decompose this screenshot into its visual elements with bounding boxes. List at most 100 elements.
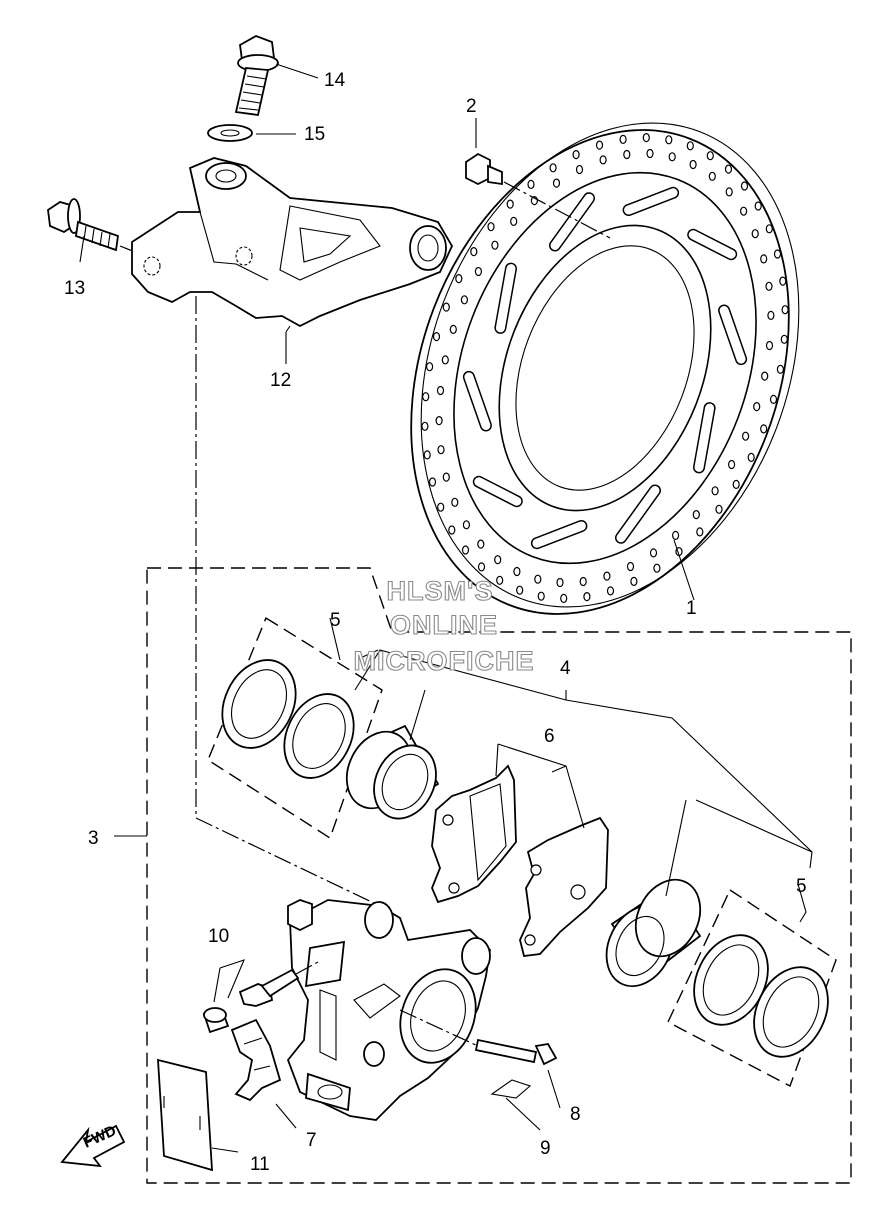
disc-hole (711, 486, 719, 496)
disc-hole (724, 164, 733, 174)
disc-hole (510, 216, 518, 226)
caliper-assembly-boundary (146, 567, 852, 1184)
disc-hole (442, 472, 450, 482)
disc-hole (626, 561, 635, 572)
disc-hole (692, 509, 700, 520)
callout-9: 9 (540, 1138, 551, 1159)
disc-hole (494, 555, 502, 565)
disc-slot-inner (532, 521, 586, 548)
disc-hole (776, 364, 785, 374)
disc-hole (460, 295, 468, 305)
disc-hole (583, 591, 591, 602)
disc-hole (619, 134, 627, 144)
callout-11: 11 (250, 1154, 270, 1175)
disc-slot-inner (694, 403, 715, 472)
disc-hole (715, 504, 723, 514)
piston-seal-set-right (667, 888, 837, 1087)
watermark: HLSM'S ONLINE MICROFICHE (353, 575, 534, 676)
callout-2: 2 (466, 96, 477, 117)
disc-hole (436, 385, 445, 396)
disc-hole (437, 445, 445, 455)
disc-hole (442, 302, 450, 312)
disc-hole (451, 497, 459, 507)
washer (207, 124, 253, 142)
disc-hole (727, 459, 736, 470)
callout-4: 4 (560, 658, 571, 679)
pad-spring (230, 1018, 282, 1102)
pad-shim (157, 1058, 213, 1172)
disc-hole (449, 324, 457, 334)
disc-hole (461, 545, 470, 555)
brake-pad-right (519, 816, 609, 957)
disc-hole (781, 305, 789, 315)
disc-hole (435, 416, 443, 426)
disc-hole (552, 178, 561, 188)
disc-slot-inner (495, 264, 516, 333)
disc-hole (689, 159, 697, 170)
disc-hole (739, 206, 748, 216)
disc-hole (740, 181, 749, 191)
disc-hole (696, 527, 704, 537)
disc-hole (516, 585, 524, 595)
disc-hole (595, 140, 604, 150)
disc-hole (423, 450, 431, 460)
disc-hole (773, 249, 782, 259)
callout-1: 1 (686, 598, 697, 619)
callout-5-right: 5 (796, 876, 807, 897)
disc-hole (560, 593, 568, 604)
disc-slots (462, 186, 748, 550)
disc-hole (765, 224, 773, 234)
disc-hole (653, 563, 661, 573)
piston-right (605, 878, 702, 988)
forward-direction-arrow: FWD (60, 1122, 126, 1168)
disc-hole (686, 141, 694, 151)
disc-hole (767, 310, 775, 320)
disc-hole (732, 479, 740, 489)
disc-bolt (465, 152, 611, 239)
brake-pad-left (431, 764, 517, 904)
disc-slot-inner (550, 193, 594, 250)
disc-hole (527, 179, 535, 189)
disc-slot-inner (688, 230, 736, 259)
disc-slot-inner (624, 188, 678, 215)
disc-hole (549, 163, 557, 173)
disc-hole (599, 155, 607, 165)
callout-numbers: 1 2 3 4 5 5 6 7 8 9 10 11 12 13 14 15 (64, 70, 807, 1175)
disc-hole (462, 520, 470, 530)
disc-hole (572, 150, 580, 160)
disc-hole (477, 539, 485, 549)
disc-hole (668, 152, 676, 162)
disc-hole (649, 548, 658, 558)
disc-hole (474, 266, 482, 277)
disc-hole (428, 477, 437, 487)
disc-hole (769, 394, 778, 404)
disc-hole (537, 591, 545, 601)
callout-3: 3 (88, 828, 99, 849)
callout-12: 12 (270, 370, 291, 391)
disc-slot-inner (464, 372, 491, 430)
caliper-bracket-bolt-long (234, 35, 279, 117)
bleed-screw-and-cap (202, 961, 319, 1034)
disc-hole (491, 240, 499, 250)
disc-hole (753, 402, 761, 412)
disc-hole (448, 525, 456, 535)
disc-hole (779, 276, 787, 286)
disc-hole (470, 247, 478, 257)
disc-hole (506, 199, 514, 209)
disc-hole (513, 566, 521, 577)
disc-hole (579, 576, 587, 587)
disc-vent-holes (421, 133, 789, 604)
disc-hole (421, 421, 429, 431)
disc-hole (477, 562, 486, 572)
disc-hole (751, 229, 759, 239)
disc-hole (630, 576, 638, 587)
disc-hole (760, 424, 768, 434)
pad-pin-clip (490, 1079, 532, 1099)
piston-left (345, 724, 440, 820)
disc-hole (422, 392, 430, 402)
disc-hole (765, 340, 774, 351)
disc-hole (426, 362, 434, 372)
callout-7: 7 (306, 1130, 317, 1151)
disc-hole (725, 187, 733, 197)
